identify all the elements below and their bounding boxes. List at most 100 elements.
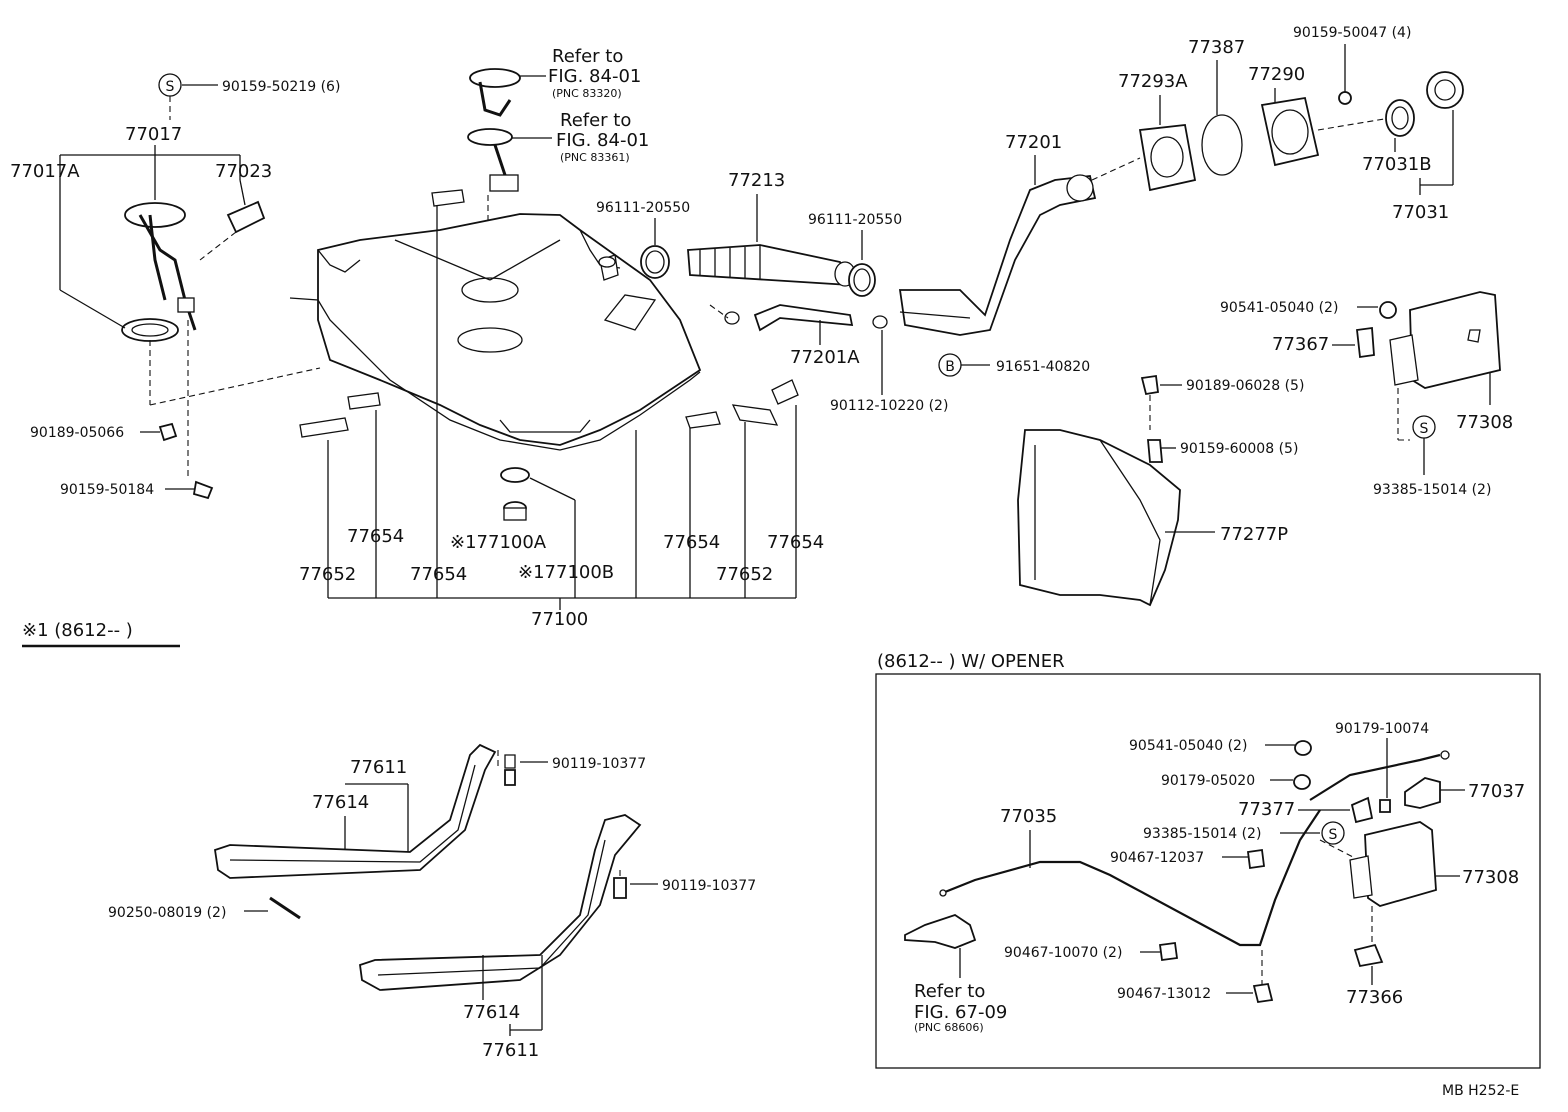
- label-90159-50184: 90159-50184: [60, 482, 154, 498]
- part-90159-50184: [192, 480, 214, 500]
- bolt-90119-10377-a: [504, 769, 516, 786]
- grommet-177100a: [500, 467, 530, 483]
- label-77293a: 77293A: [1118, 71, 1188, 92]
- label-77201a: 77201A: [790, 347, 860, 368]
- refer3-line1: Refer to: [914, 981, 985, 1002]
- label-90189-06028: 90189-06028 (5): [1186, 378, 1304, 394]
- screw-90159-50047: [1338, 91, 1352, 105]
- grommet-90541: [1379, 301, 1397, 319]
- o-hinge-77366: [1353, 943, 1384, 968]
- footnote-text: ※1 (8612-- ): [22, 620, 133, 641]
- label-90541-05040: 90541-05040 (2): [1220, 300, 1338, 316]
- opener-frame: [875, 673, 1541, 1069]
- opener-title: (8612-- ) W/ OPENER: [877, 651, 1065, 672]
- pump-filter: [489, 174, 519, 192]
- pad-77654-top: [431, 189, 465, 207]
- label-90159-50047: 90159-50047 (4): [1293, 25, 1411, 41]
- sender-gauge-assembly: S 90159-50219 (6) 77017 77017A 77023 901…: [10, 73, 340, 500]
- tank-pump-opening: [457, 327, 523, 353]
- label-77308: 77308: [1456, 412, 1513, 433]
- tank-bands-group: 77611 77614 90119-10377 90250-08019 (2) …: [108, 743, 756, 1061]
- label-77290: 77290: [1248, 64, 1305, 85]
- label-77652-a: 77652: [299, 564, 356, 585]
- label-o-77377: 77377: [1238, 799, 1295, 820]
- tank-sender-opening: [461, 277, 519, 303]
- fuel-tank-77100: [289, 213, 702, 451]
- o-nut-90179-05020: [1293, 774, 1311, 790]
- sender-plate-top: [124, 202, 186, 228]
- label-77367: 77367: [1272, 334, 1329, 355]
- o-fuel-lid-77308: [1364, 821, 1437, 907]
- clip-90112-a: [724, 311, 740, 325]
- label-77100: 77100: [531, 609, 588, 630]
- clip-90112-b: [872, 315, 888, 329]
- label-77654-a: 77654: [347, 526, 404, 547]
- label-90119-10377-a: 90119-10377: [552, 756, 646, 772]
- label-77213: 77213: [728, 170, 785, 191]
- splash-shield-77277p: [1017, 429, 1181, 607]
- refer3-line3: (PNC 68606): [914, 1021, 984, 1034]
- tank-pads: [299, 189, 799, 521]
- part-77023-clip: [226, 200, 266, 234]
- label-77654-c: 77654: [663, 532, 720, 553]
- o-clip-90467-10070: [1158, 941, 1179, 962]
- fuel-lid-group: 90541-05040 (2) 77367 77308 S 93385-1501…: [1220, 291, 1513, 498]
- o-s-marker-label: S: [1329, 827, 1338, 843]
- part-90189-05066: [158, 422, 178, 442]
- label-o-90467-12037: 90467-12037: [1110, 850, 1204, 866]
- label-77611-b: 77611: [482, 1040, 539, 1061]
- pad-77654-right-b: [771, 379, 799, 405]
- pump-plate-1: [469, 68, 521, 88]
- breather-hose-77201a: [753, 304, 854, 332]
- pad-77654-left: [347, 392, 381, 410]
- label-96111-20550-a: 96111-20550: [596, 200, 690, 216]
- label-77654-b: 77654: [410, 564, 467, 585]
- filler-hose-group: 96111-20550 77213 96111-20550 77201A 901…: [596, 170, 948, 414]
- band-77611-lower: [359, 814, 642, 991]
- o-s-circle-marker: [1321, 821, 1345, 845]
- o-nut-90179-10074: [1379, 799, 1391, 813]
- pump-plate-2: [467, 128, 513, 146]
- hose-77213: [687, 244, 852, 286]
- label-77652-b: 77652: [716, 564, 773, 585]
- label-o-90541-05040: 90541-05040 (2): [1129, 738, 1247, 754]
- splash-shield-group: 90189-06028 (5) 90159-60008 (5) 77277P: [1017, 374, 1304, 607]
- refer1-line3: (PNC 83320): [552, 87, 622, 100]
- label-o-90179-05020: 90179-05020: [1161, 773, 1255, 789]
- pad-77652-right: [731, 404, 779, 426]
- s-marker-label: S: [166, 79, 175, 95]
- opener-section: (8612-- ) W/ OPENER 90541-05040 (2) 9017…: [875, 651, 1541, 1069]
- pump-refer-group: Refer to FIG. 84-01 (PNC 83320) Refer to…: [467, 46, 649, 235]
- label-o-90467-13012: 90467-13012: [1117, 986, 1211, 1002]
- label-77201: 77201: [1005, 132, 1062, 153]
- o-latch-refer: [904, 914, 977, 949]
- label-177100b: ※177100B: [518, 562, 614, 583]
- label-o-90467-10070: 90467-10070 (2): [1004, 945, 1122, 961]
- refer1-line1: Refer to: [552, 46, 623, 67]
- label-90159-50219: 90159-50219 (6): [222, 79, 340, 95]
- label-o-77035: 77035: [1000, 806, 1057, 827]
- filler-neck-parts: 77293A 77387 77290 90159-50047 (4) 77031…: [1118, 25, 1464, 223]
- screw-90159-60008: [1147, 439, 1163, 463]
- label-90119-10377-b: 90119-10377: [662, 878, 756, 894]
- bolt-90119-10377-b: [613, 877, 627, 899]
- fuel-lid-77308: [1409, 291, 1501, 389]
- label-77277p: 77277P: [1220, 524, 1288, 545]
- o-clip-90467-13012: [1252, 982, 1274, 1004]
- filler-pipe-77201: 77201 B 91651-40820: [898, 132, 1141, 377]
- o-cable-77035: [944, 809, 1321, 947]
- o-grommet-90541: [1294, 740, 1312, 756]
- label-177100a: ※177100A: [450, 532, 547, 553]
- label-93385-15014: 93385-15014 (2): [1373, 482, 1491, 498]
- filler-pipe-body: [898, 175, 1097, 336]
- label-90159-60008: 90159-60008 (5): [1180, 441, 1298, 457]
- label-o-77308: 77308: [1462, 867, 1519, 888]
- refer3-line2: FIG. 67-09: [914, 1002, 1007, 1023]
- label-96111-20550-b: 96111-20550: [808, 212, 902, 228]
- label-o-90179-10074: 90179-10074: [1335, 721, 1429, 737]
- refer2-line1: Refer to: [560, 110, 631, 131]
- o-bracket-77377: [1350, 796, 1374, 824]
- o-lever-77037: [1404, 777, 1441, 809]
- label-77614-b: 77614: [463, 1002, 520, 1023]
